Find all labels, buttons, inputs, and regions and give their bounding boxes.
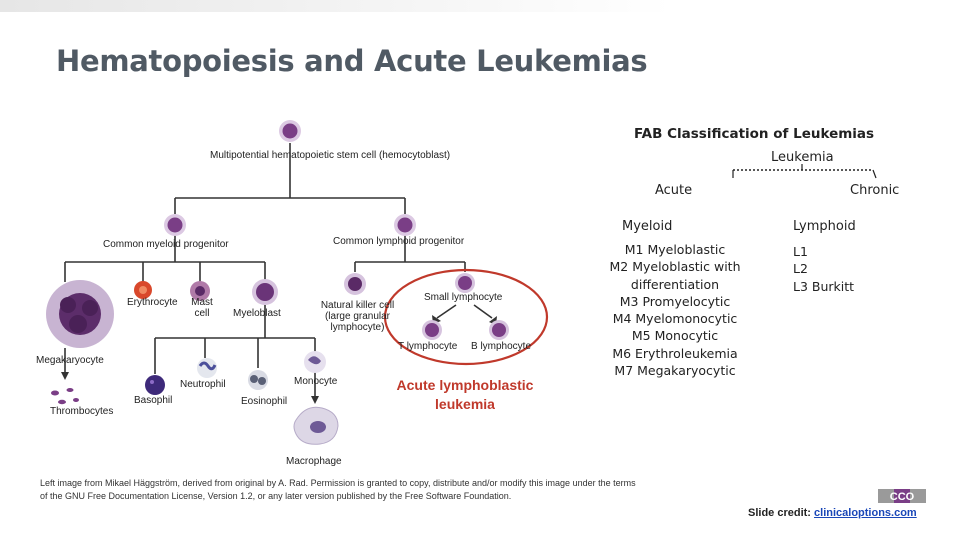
eosinophil-label: Eosinophil bbox=[241, 396, 288, 407]
nk-cell-label: Natural killer cell (large granular lymp… bbox=[320, 300, 395, 333]
fab-myeloid-list: M1 Myeloblastic M2 Myeloblastic with dif… bbox=[600, 241, 750, 379]
fab-myeloid-item: M6 Erythroleukemia bbox=[612, 345, 738, 361]
stem-cell bbox=[279, 120, 301, 142]
slide-credit-label: Slide credit: bbox=[748, 507, 811, 519]
myeloid-progenitor-cell bbox=[164, 214, 186, 236]
slide-title: Hematopoiesis and Acute Leukemias bbox=[56, 44, 648, 78]
fab-myeloid: Myeloid bbox=[622, 219, 673, 234]
thrombocytes-cells bbox=[51, 388, 79, 405]
megakaryocyte-cell bbox=[46, 280, 114, 348]
mast-cell bbox=[190, 281, 210, 301]
mast-cell-label: Mast cell bbox=[191, 297, 213, 319]
fab-title: FAB Classification of Leukemias bbox=[634, 126, 875, 142]
fab-myeloid-item: M7 Megakaryocytic bbox=[614, 363, 736, 379]
cco-logo: CCO bbox=[878, 489, 926, 503]
fab-myeloid-item: M5 Monocytic bbox=[631, 328, 719, 344]
fab-lymphoid: Lymphoid bbox=[793, 219, 856, 234]
t-lymphocyte-label: T lymphocyte bbox=[398, 341, 458, 352]
thrombocytes-label: Thrombocytes bbox=[50, 406, 114, 417]
small-lymphocyte-label: Small lymphocyte bbox=[424, 292, 503, 303]
all-highlight-oval bbox=[383, 268, 549, 366]
megakaryocyte-label: Megakaryocyte bbox=[36, 355, 104, 366]
small-lymphocyte-cell bbox=[455, 273, 475, 293]
erythrocyte-cell bbox=[134, 281, 152, 299]
fab-lymphoid-item: L3 Burkitt bbox=[793, 278, 855, 294]
erythrocyte-label: Erythrocyte bbox=[127, 297, 178, 308]
tree-connectors bbox=[64, 143, 493, 397]
stem-cell-label: Multipotential hematopoietic stem cell (… bbox=[210, 150, 451, 161]
nk-cell bbox=[344, 273, 366, 295]
image-credit: Left image from Mikael Häggström, derive… bbox=[40, 478, 636, 501]
neutrophil-cell bbox=[197, 358, 217, 378]
basophil-cell bbox=[145, 375, 165, 395]
fab-lymphoid-item: L2 bbox=[793, 261, 808, 277]
myeloid-progenitor-label: Common myeloid progenitor bbox=[103, 239, 229, 250]
b-lymphocyte-label: B lymphocyte bbox=[471, 341, 532, 352]
neutrophil-label: Neutrophil bbox=[180, 379, 226, 390]
lymphoid-progenitor-cell bbox=[394, 214, 416, 236]
fab-myeloid-item: M3 Promyelocytic bbox=[619, 293, 731, 309]
fab-root-leukemia: Leukemia bbox=[771, 150, 834, 165]
macrophage-label: Macrophage bbox=[286, 456, 342, 467]
basophil-label: Basophil bbox=[134, 395, 173, 406]
t-lymphocyte-cell bbox=[422, 320, 442, 340]
fab-lymphoid-item: L1 bbox=[793, 244, 808, 259]
macrophage-cell bbox=[293, 406, 339, 445]
all-highlight-label: Acute lymphoblastic leukemia bbox=[396, 377, 534, 412]
logo-text: CCO bbox=[890, 491, 915, 503]
monocyte-label: Monocyte bbox=[294, 376, 338, 387]
eosinophil-cell bbox=[248, 370, 268, 390]
fab-myeloid-item: M1 Myeloblastic bbox=[624, 242, 726, 257]
fab-myeloid-item: differentiation bbox=[630, 276, 720, 292]
myeloblast-cell bbox=[252, 279, 278, 305]
top-accent-bar bbox=[0, 0, 960, 12]
fab-myeloid-item: M4 Myelomonocytic bbox=[612, 311, 738, 327]
fab-acute: Acute bbox=[655, 183, 693, 198]
fab-lymphoid-list: L1 L2 L3 Burkitt bbox=[793, 243, 854, 295]
lymphoid-progenitor-label: Common lymphoid progenitor bbox=[333, 236, 465, 247]
slide-credit: Slide credit: clinicaloptions.com bbox=[748, 507, 917, 519]
myeloblast-label: Myeloblast bbox=[233, 308, 281, 319]
fab-myeloid-item: M2 Myeloblastic with bbox=[609, 259, 741, 275]
monocyte-cell bbox=[304, 351, 326, 373]
b-lymphocyte-cell bbox=[489, 320, 509, 340]
slide-credit-link[interactable]: clinicaloptions.com bbox=[814, 507, 917, 519]
fab-chronic: Chronic bbox=[850, 183, 900, 198]
